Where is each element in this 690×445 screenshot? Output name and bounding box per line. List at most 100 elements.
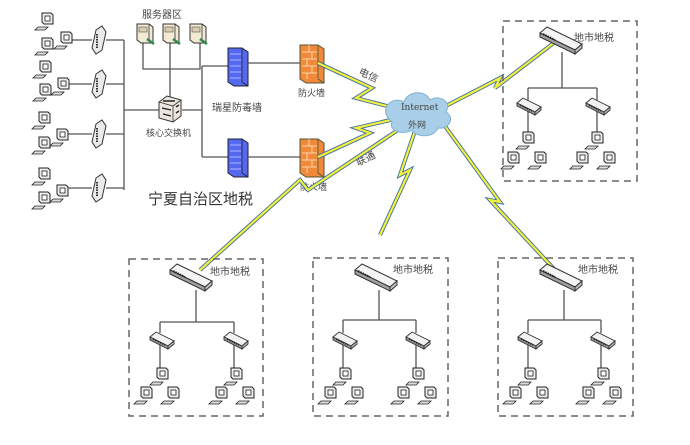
core-switch-label: 核心交换机 xyxy=(146,127,191,139)
workstation-icon xyxy=(32,60,52,79)
workstation-icon xyxy=(502,386,522,405)
hub-icon xyxy=(91,119,107,149)
lightning-icon xyxy=(199,121,411,271)
workstation-icon xyxy=(31,136,51,155)
workstation-icon xyxy=(596,151,616,170)
branch-label: 地市地税 xyxy=(574,31,614,44)
workstation-icon xyxy=(332,367,352,386)
workstation-icon xyxy=(133,386,153,405)
workstation-icon xyxy=(31,167,51,186)
workstation-icon xyxy=(50,77,70,96)
workstation-icon xyxy=(31,191,51,210)
workstation-icon xyxy=(32,83,52,102)
workstation-icon xyxy=(160,386,180,405)
access-switch-icon xyxy=(590,331,616,350)
hub-icon xyxy=(91,173,107,203)
wan-links: 电信 联通 xyxy=(198,40,557,272)
wan-link-top-right xyxy=(441,40,557,110)
access-switch-icon xyxy=(332,331,358,350)
branch-boundary xyxy=(312,257,449,417)
branch-boundary xyxy=(502,20,638,182)
workgroup-1 xyxy=(34,12,124,56)
workstation-icon xyxy=(417,386,437,405)
internet-label: Internet xyxy=(401,103,439,113)
server-icon xyxy=(135,22,156,46)
core-uplinks xyxy=(182,65,228,158)
lightning-icon xyxy=(441,121,556,271)
workstation-icon xyxy=(34,12,54,31)
workstation-icon xyxy=(49,128,69,147)
workstation-icon xyxy=(31,111,51,130)
server-links xyxy=(142,38,201,100)
branch-label: 地市地税 xyxy=(393,263,433,276)
workstation-icon xyxy=(149,367,169,386)
hq-network: 服务器区 核心交换机 瑞星防毒墙 防火墙 防火墙 宁夏自治区地税 xyxy=(31,8,327,210)
access-switch-icon xyxy=(405,331,431,350)
branch-switch-icon xyxy=(354,263,398,292)
workgroup-2 xyxy=(32,60,124,102)
hub-icon xyxy=(91,25,107,55)
workstation-icon xyxy=(390,386,410,405)
antivirus-wall-icon xyxy=(227,138,249,178)
branch-boundary xyxy=(497,257,634,417)
workstation-icon xyxy=(223,367,243,386)
workstation-icon xyxy=(405,367,425,386)
branch-bottom-left: 地市地税 xyxy=(128,258,264,417)
access-switch-icon xyxy=(516,97,542,116)
workstation-icon xyxy=(569,151,589,170)
internet-cloud: Internet 外网 xyxy=(385,92,451,137)
internet-cn-label: 外网 xyxy=(408,119,426,131)
lightning-icon xyxy=(317,114,409,158)
branch-links xyxy=(159,290,235,370)
workstation-icon xyxy=(235,386,255,405)
branch-switch-icon xyxy=(539,263,583,292)
antivirus-wall-label: 瑞星防毒墙 xyxy=(212,101,262,114)
hq-title: 宁夏自治区地税 xyxy=(148,190,253,208)
lightning-icon xyxy=(317,62,411,114)
access-switch-icon xyxy=(223,331,249,350)
workstation-icon xyxy=(575,386,595,405)
firewall-top-label: 防火墙 xyxy=(298,87,325,99)
core-switch: 核心交换机 xyxy=(146,95,191,139)
server-zone: 服务器区 xyxy=(135,8,209,100)
workstation-icon xyxy=(602,386,622,405)
branch-links xyxy=(527,52,598,135)
antivirus-wall-icon xyxy=(227,47,249,87)
lightning-icon xyxy=(441,41,556,109)
wall-to-firewall-links xyxy=(248,62,300,158)
access-switch-icon xyxy=(517,331,543,350)
workstation-icon xyxy=(515,131,535,150)
workstation-icon xyxy=(590,367,610,386)
wan-link-bottom-left xyxy=(198,120,412,272)
lightning-icon xyxy=(379,127,418,236)
branch-boundary xyxy=(128,258,264,417)
workstation-icon xyxy=(584,131,604,150)
access-switch-icon xyxy=(149,331,175,350)
workstation-icon xyxy=(49,184,69,203)
wan-link-bottom-right xyxy=(440,120,557,272)
workstation-icon xyxy=(527,151,547,170)
workstation-icon xyxy=(34,37,54,56)
branch-switch-icon xyxy=(169,263,213,292)
branch-label: 地市地税 xyxy=(578,263,618,276)
workgroup-4 xyxy=(31,167,124,210)
core-switch-icon xyxy=(158,95,182,123)
workstation-icon xyxy=(344,386,364,405)
access-switch-icon xyxy=(585,97,611,116)
branch-top-right: 地市地税 xyxy=(500,20,638,182)
workstation-icon xyxy=(208,386,228,405)
wan-link-center xyxy=(378,127,418,236)
server-icon xyxy=(161,22,182,46)
branch-bottom-right: 地市地税 xyxy=(497,257,634,417)
server-icon xyxy=(188,22,209,46)
branch-links xyxy=(527,290,602,370)
workgroup-3 xyxy=(31,111,124,155)
workstation-icon xyxy=(317,386,337,405)
workstation-icon xyxy=(529,386,549,405)
workstation-icon xyxy=(517,367,537,386)
server-zone-label: 服务器区 xyxy=(142,8,182,21)
cloud-icon xyxy=(385,92,451,137)
branch-bottom-middle: 地市地税 xyxy=(312,257,449,417)
hub-icon xyxy=(91,69,107,99)
